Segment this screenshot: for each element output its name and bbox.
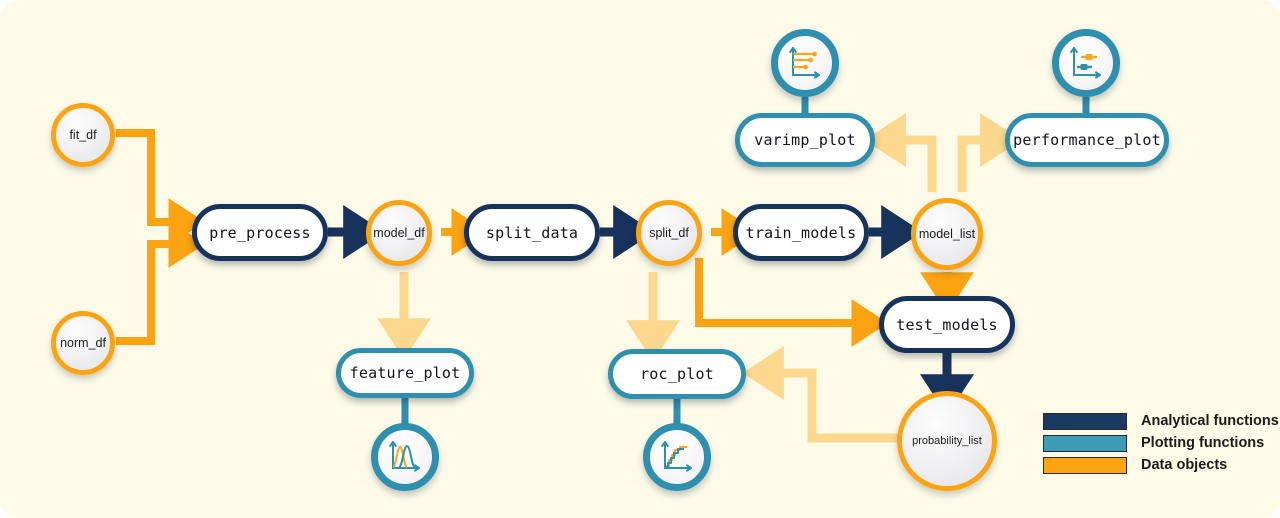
- node-fit_df[interactable]: fit_df: [51, 103, 115, 167]
- edge-model_list-performance_plot: [957, 113, 1022, 192]
- legend-item-analytical: Analytical functions: [1043, 411, 1279, 431]
- node-pre_process[interactable]: pre_process: [192, 204, 328, 261]
- node-split_df[interactable]: split_df: [636, 200, 702, 266]
- legend-swatch-plotting: [1043, 434, 1127, 452]
- legend-swatch-data: [1043, 456, 1127, 474]
- node-test_models[interactable]: test_models: [879, 296, 1015, 353]
- legend-label-analytical: Analytical functions: [1141, 413, 1279, 429]
- node-norm_df[interactable]: norm_df: [51, 311, 115, 375]
- legend-swatch-analytical: [1043, 412, 1127, 430]
- node-label-pre_process: pre_process: [209, 223, 311, 242]
- edge-norm_df-pre_process: [116, 220, 206, 345]
- legend-label-plotting: Plotting functions: [1141, 435, 1265, 451]
- node-feature_plot[interactable]: feature_plot: [336, 348, 474, 398]
- node-varimp_plot[interactable]: varimp_plot: [735, 113, 875, 167]
- node-label-split_df: split_df: [649, 226, 689, 240]
- node-label-test_models: test_models: [896, 315, 998, 334]
- legend-label-data: Data objects: [1141, 457, 1228, 473]
- error-bar-chart-glyph: [1070, 47, 1101, 79]
- node-roc_plot[interactable]: roc_plot: [608, 349, 746, 399]
- node-probability_list[interactable]: probability_list: [897, 391, 997, 491]
- node-label-performance_plot: performance_plot: [1013, 131, 1161, 149]
- edge-model_list-varimp_plot: [864, 113, 937, 192]
- error-bar-chart-icon: [1052, 29, 1120, 97]
- node-label-roc_plot: roc_plot: [640, 365, 714, 383]
- node-label-model_df: model_df: [373, 226, 425, 240]
- lollipop-chart-glyph: [789, 47, 820, 79]
- node-label-feature_plot: feature_plot: [349, 364, 461, 382]
- node-label-fit_df: fit_df: [69, 128, 97, 142]
- density-curves-icon: [371, 423, 439, 491]
- node-label-probability_list: probability_list: [912, 435, 982, 447]
- roc-step-curve-glyph: [661, 441, 692, 472]
- node-model_list[interactable]: model_list: [911, 198, 983, 270]
- node-label-split_data: split_data: [485, 223, 579, 242]
- node-label-varimp_plot: varimp_plot: [754, 131, 856, 149]
- node-train_models[interactable]: train_models: [733, 204, 869, 261]
- roc-step-curve-icon: [643, 423, 711, 491]
- node-performance_plot[interactable]: performance_plot: [1005, 113, 1169, 167]
- legend-item-data: Data objects: [1043, 455, 1279, 475]
- node-split_data[interactable]: split_data: [464, 204, 600, 261]
- node-label-model_list: model_list: [918, 227, 976, 241]
- edge-split_df-test_models: [695, 258, 889, 347]
- node-label-norm_df: norm_df: [60, 336, 106, 350]
- density-curves-glyph: [389, 441, 420, 472]
- edge-fit_df-pre_process: [116, 129, 206, 246]
- lollipop-chart-icon: [771, 29, 839, 97]
- edge-probability_list-roc_plot: [742, 346, 900, 443]
- legend: Analytical functions Plotting functions …: [1043, 411, 1279, 477]
- legend-item-plotting: Plotting functions: [1043, 433, 1279, 453]
- node-label-train_models: train_models: [745, 223, 857, 242]
- node-model_df[interactable]: model_df: [366, 200, 432, 266]
